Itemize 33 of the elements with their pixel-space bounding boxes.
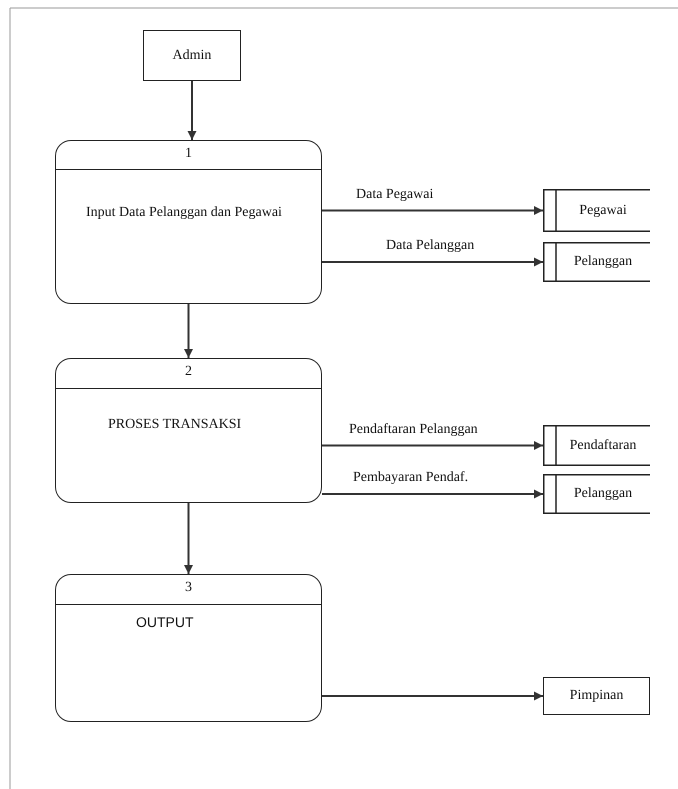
entity-label: Pimpinan (570, 688, 624, 704)
process-box (55, 358, 322, 503)
process-label: PROSES TRANSAKSI (108, 416, 242, 434)
edge-label: Data Pegawai (355, 186, 434, 202)
arrow (184, 304, 193, 358)
data-store-label: Pendaftaran (568, 436, 638, 454)
arrow (188, 81, 196, 140)
arrow (322, 441, 543, 450)
data-store (543, 425, 650, 466)
data-store (543, 474, 650, 514)
data-store (543, 242, 650, 282)
arrow (322, 206, 543, 215)
process-box (55, 574, 322, 722)
external-entity-box (143, 30, 241, 81)
process-box (55, 140, 322, 304)
data-store (543, 189, 650, 232)
process-number: 2 (184, 363, 193, 381)
arrow (322, 490, 543, 498)
data-store-label: Pelanggan (572, 253, 634, 271)
edge-label: Data Pelanggan (385, 238, 476, 254)
process-label: OUTPUT (136, 613, 195, 632)
arrow (322, 258, 543, 266)
edge-label: Pembayaran Pendaf. (352, 470, 470, 486)
arrow (184, 503, 193, 574)
process-number: 1 (184, 145, 193, 163)
data-store-label: Pegawai (578, 202, 628, 220)
data-store-label: Pelanggan (572, 485, 634, 503)
process-label: Input Data Pelanggan dan Pegawai (86, 204, 283, 222)
arrow (322, 692, 543, 700)
external-entity-box (543, 677, 650, 715)
entity-label: Admin (172, 48, 212, 64)
edge-label: Pendaftaran Pelanggan (348, 422, 479, 438)
process-number: 3 (184, 579, 193, 597)
